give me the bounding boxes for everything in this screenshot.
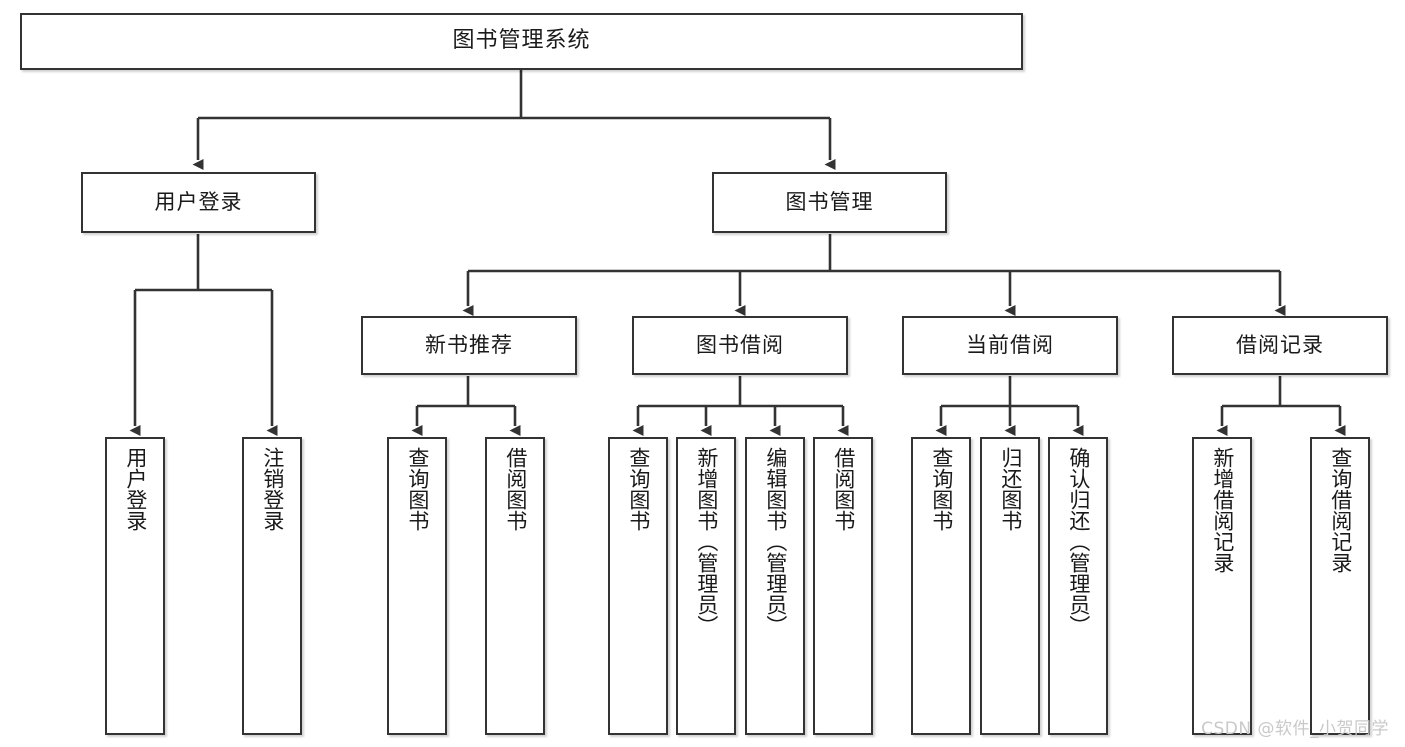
node-leaf-logout-label: 注销登录 bbox=[260, 447, 285, 531]
node-leaf-edit-book[interactable]: 编辑图书（管理员） bbox=[745, 437, 805, 735]
node-leaf-user-login[interactable]: 用户登录 bbox=[105, 437, 165, 735]
node-leaf-add-book-label: 新增图书（管理员） bbox=[694, 447, 719, 636]
node-leaf-confirm-return-label: 确认归还（管理员） bbox=[1066, 447, 1091, 636]
node-leaf-return-book-label: 归还图书 bbox=[998, 447, 1023, 531]
node-borrow-record[interactable]: 借阅记录 bbox=[1172, 316, 1388, 375]
node-leaf-borrow-book-2-label: 借阅图书 bbox=[831, 447, 856, 531]
node-root[interactable]: 图书管理系统 bbox=[20, 13, 1023, 70]
node-current-borrow[interactable]: 当前借阅 bbox=[902, 316, 1118, 375]
node-user-login-label: 用户登录 bbox=[154, 189, 243, 214]
node-leaf-query-book-3[interactable]: 查询图书 bbox=[911, 437, 971, 735]
node-leaf-add-record[interactable]: 新增借阅记录 bbox=[1192, 437, 1252, 735]
node-leaf-borrow-book-1[interactable]: 借阅图书 bbox=[485, 437, 545, 735]
node-leaf-query-book-1-label: 查询图书 bbox=[405, 447, 430, 531]
node-leaf-logout[interactable]: 注销登录 bbox=[242, 437, 302, 735]
node-new-book-rec-label: 新书推荐 bbox=[425, 332, 513, 357]
node-book-borrow[interactable]: 图书借阅 bbox=[632, 316, 848, 375]
node-leaf-add-book[interactable]: 新增图书（管理员） bbox=[676, 437, 736, 735]
node-leaf-user-login-label: 用户登录 bbox=[123, 447, 148, 531]
node-book-borrow-label: 图书借阅 bbox=[696, 332, 784, 357]
node-book-manage-label: 图书管理 bbox=[785, 189, 874, 214]
node-leaf-confirm-return[interactable]: 确认归还（管理员） bbox=[1048, 437, 1108, 735]
node-leaf-query-record[interactable]: 查询借阅记录 bbox=[1310, 437, 1370, 735]
node-borrow-record-label: 借阅记录 bbox=[1236, 332, 1324, 357]
node-leaf-borrow-book-2[interactable]: 借阅图书 bbox=[813, 437, 873, 735]
node-root-label: 图书管理系统 bbox=[452, 28, 591, 54]
node-leaf-query-record-label: 查询借阅记录 bbox=[1328, 447, 1353, 573]
node-leaf-query-book-2[interactable]: 查询图书 bbox=[608, 437, 668, 735]
node-leaf-query-book-2-label: 查询图书 bbox=[626, 447, 651, 531]
node-new-book-rec[interactable]: 新书推荐 bbox=[361, 316, 577, 375]
node-leaf-query-book-3-label: 查询图书 bbox=[929, 447, 954, 531]
node-leaf-borrow-book-1-label: 借阅图书 bbox=[503, 447, 528, 531]
node-leaf-return-book[interactable]: 归还图书 bbox=[980, 437, 1040, 735]
node-leaf-query-book-1[interactable]: 查询图书 bbox=[387, 437, 447, 735]
csdn-watermark: CSDN @软件_小贺同学 bbox=[1201, 719, 1389, 739]
node-book-manage[interactable]: 图书管理 bbox=[712, 172, 947, 233]
node-current-borrow-label: 当前借阅 bbox=[966, 332, 1054, 357]
node-leaf-edit-book-label: 编辑图书（管理员） bbox=[763, 447, 788, 636]
node-leaf-add-record-label: 新增借阅记录 bbox=[1210, 447, 1235, 573]
node-user-login[interactable]: 用户登录 bbox=[81, 172, 316, 233]
